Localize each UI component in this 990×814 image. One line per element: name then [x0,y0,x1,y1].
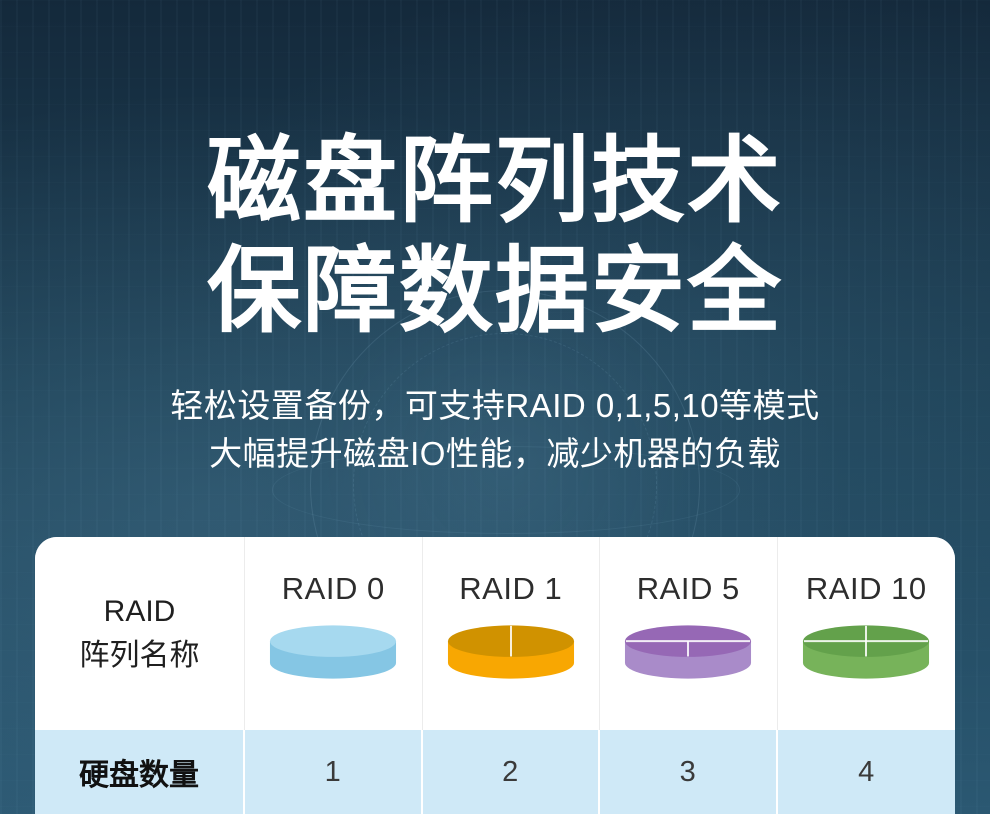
raid-10-disk-icon [803,625,930,679]
raid-0-disk-icon [270,625,397,679]
raid-0-label: RAID 0 [281,571,385,606]
raid-5-disk-count: 3 [600,730,778,814]
column-header-raid-10: RAID 10 [777,537,955,730]
row-header-raid-array-name: RAID 阵列名称 [35,537,245,730]
raid-1-disk-count: 2 [422,730,600,814]
column-header-raid-1: RAID 1 [422,537,600,730]
raid-table-card: RAID 阵列名称 RAID 0 RAID 1 RAID 5 [35,537,955,814]
title-line-1: 磁盘阵列技术 [206,128,783,233]
raid-comparison-table: RAID 阵列名称 RAID 0 RAID 1 RAID 5 [35,537,955,814]
raid-10-label: RAID 10 [805,571,927,606]
raid-0-disk-count: 1 [245,730,423,814]
row-header-disk-count: 硬盘数量 [35,730,245,814]
subtitle-line-1: 轻松设置备份，可支持RAID 0,1,5,10等模式 [170,386,820,424]
raid-10-disk-count: 4 [777,730,955,814]
subtitle-line-2: 大幅提升磁盘IO性能，减少机器的负载 [209,434,781,472]
column-header-raid-0: RAID 0 [245,537,423,730]
row-header-line-1: RAID [103,595,176,628]
raid-1-disk-icon [447,625,574,679]
column-header-raid-5: RAID 5 [600,537,778,730]
raid-1-label: RAID 1 [459,571,563,606]
title-line-2: 保障数据安全 [206,237,783,343]
subtitle: 轻松设置备份，可支持RAID 0,1,5,10等模式 大幅提升磁盘IO性能，减少… [0,382,990,478]
row-header-line-2: 阵列名称 [79,638,200,672]
page-title: 磁盘阵列技术 保障数据安全 [0,0,990,346]
hero-section: 磁盘阵列技术 保障数据安全 轻松设置备份，可支持RAID 0,1,5,10等模式… [0,0,990,478]
raid-5-disk-icon [625,625,752,679]
raid-5-label: RAID 5 [636,571,740,606]
